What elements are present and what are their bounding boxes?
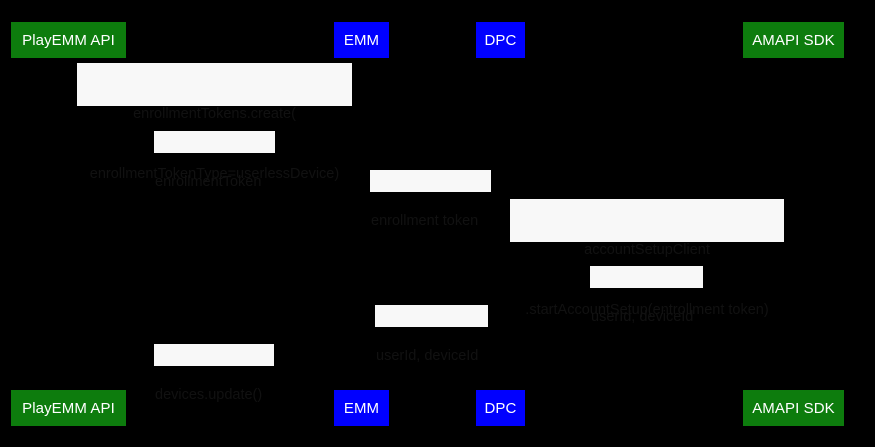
participant-label: EMM (343, 399, 380, 417)
lifeline-emm (361, 58, 362, 390)
message-arrow-1 (68, 107, 361, 108)
message-line: enrollmentToken (155, 174, 262, 190)
message-arrow-7 (68, 368, 361, 369)
message-label-5: userId, deviceId (590, 266, 703, 325)
participant-footer-dpc[interactable]: DPC (476, 390, 525, 426)
participant-label: AMAPI SDK (752, 399, 835, 417)
message-line: accountSetupClient (584, 242, 710, 258)
participant-label: AMAPI SDK (752, 31, 835, 49)
participant-header-dpc[interactable]: DPC (476, 22, 525, 58)
participant-header-emm[interactable]: EMM (334, 22, 389, 58)
lifeline-playemm-api (68, 58, 69, 390)
message-label-1: enrollmentTokens.create( enrollmentToken… (77, 63, 352, 182)
participant-header-playemm-api[interactable]: PlayEMM API (11, 22, 126, 58)
message-line: enrollmentTokens.create( (133, 106, 296, 122)
message-line: .startAccountSetup(entrollment token) (525, 302, 769, 318)
message-label-6: userId, deviceId (375, 305, 488, 364)
participant-header-amapi-sdk[interactable]: AMAPI SDK (743, 22, 844, 58)
message-line: userId, deviceId (376, 348, 479, 364)
message-arrow-2 (68, 155, 361, 156)
participant-footer-playemm-api[interactable]: PlayEMM API (11, 390, 126, 426)
message-arrow-5 (500, 290, 793, 291)
participant-footer-amapi-sdk[interactable]: AMAPI SDK (743, 390, 844, 426)
participant-label: PlayEMM API (22, 399, 115, 417)
message-arrow-3 (361, 194, 500, 195)
message-label-3: enrollment token (370, 170, 491, 229)
message-arrow-6 (361, 329, 500, 330)
message-line: devices.update() (155, 387, 263, 403)
participant-label: EMM (343, 31, 380, 49)
message-arrow-4 (500, 243, 793, 244)
participant-footer-emm[interactable]: EMM (334, 390, 389, 426)
participant-label: PlayEMM API (22, 31, 115, 49)
message-line: userId, deviceId (591, 309, 694, 325)
message-label-7: devices.update() (154, 344, 274, 403)
message-line: enrollmentTokenType=userlessDevice) (89, 166, 340, 182)
participant-label: DPC (484, 399, 517, 417)
message-line: enrollment token (371, 213, 479, 229)
lifeline-dpc (500, 58, 501, 390)
lifeline-amapi-sdk (793, 58, 794, 390)
participant-label: DPC (484, 31, 517, 49)
message-label-2: enrollmentToken (154, 131, 275, 190)
message-label-4: accountSetupClient .startAccountSetup(en… (510, 199, 784, 318)
